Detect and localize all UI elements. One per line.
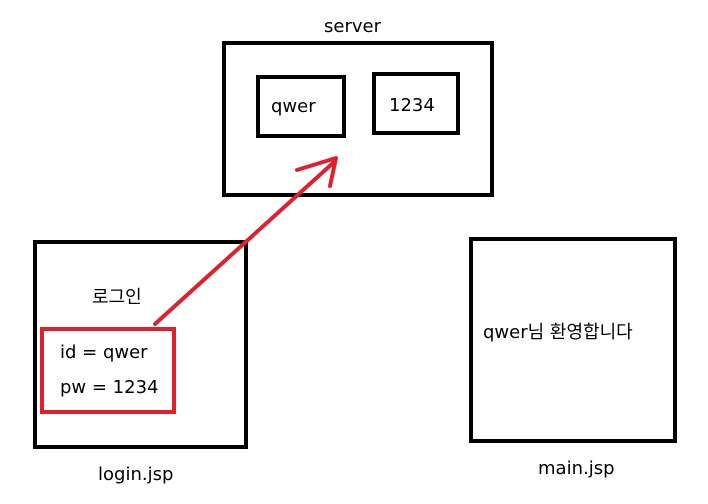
login-id-line: id = qwer (60, 342, 148, 363)
server-stored-pw-box (372, 72, 460, 135)
login-heading: 로그인 (92, 287, 142, 308)
server-stored-pw: 1234 (389, 95, 435, 116)
login-file-label: login.jsp (98, 464, 174, 485)
login-pw-line: pw = 1234 (60, 377, 159, 398)
main-file-label: main.jsp (538, 458, 615, 479)
welcome-message: qwer님 환영합니다 (483, 322, 633, 343)
main-page-box (469, 237, 677, 443)
server-stored-id: qwer (271, 96, 316, 117)
server-label: server (324, 16, 381, 37)
credentials-highlight-box (40, 327, 176, 414)
server-stored-id-box (256, 75, 346, 138)
